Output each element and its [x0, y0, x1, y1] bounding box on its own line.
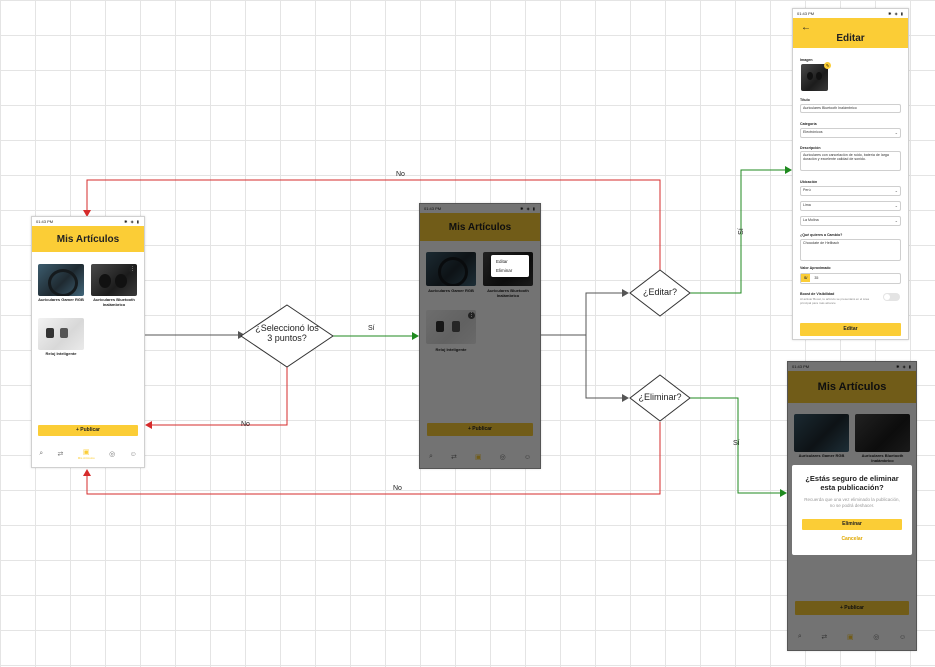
- delete-screen: 01:43 PM ✱ ◈ ▮ Mis Artículos Auriculares…: [787, 361, 917, 651]
- value-label: Valor Aproximado: [800, 266, 831, 270]
- chevron-down-icon: ⌄: [895, 188, 898, 193]
- currency-badge: S/: [801, 274, 810, 282]
- status-bar: 01:43 PM ✱ ◈ ▮: [793, 9, 908, 18]
- location-country-select[interactable]: Perú ⌄: [800, 186, 901, 196]
- dialog-title: ¿Estás seguro de eliminar esta publicaci…: [798, 474, 906, 492]
- category-value: Electrónicos: [803, 130, 823, 134]
- menu-item-delete[interactable]: Eliminar: [496, 268, 512, 273]
- location-district-select[interactable]: La Molina ⌄: [800, 216, 901, 226]
- image-label: Imagen: [800, 58, 813, 62]
- page-title: Mis Artículos: [32, 226, 144, 252]
- arrow-menu-branch: [539, 293, 628, 335]
- boost-toggle[interactable]: [883, 293, 900, 301]
- menu-item-edit[interactable]: Editar: [496, 259, 508, 264]
- product-image[interactable]: [38, 264, 84, 296]
- product-image[interactable]: [801, 64, 828, 91]
- boost-description: Al activar Boost, tu artículo se present…: [800, 298, 878, 306]
- edge-label-no: No: [396, 171, 405, 178]
- chevron-down-icon: ⌄: [895, 218, 898, 223]
- more-options-icon[interactable]: ⋮: [468, 312, 475, 319]
- confirm-delete-button[interactable]: Eliminar: [802, 519, 902, 530]
- options-menu: Editar Eliminar: [491, 255, 529, 277]
- list-screen: 01:43 PM ✱ ◈ ▮ Mis Artículos Auriculares…: [31, 216, 145, 468]
- nav-active-label: Mis Artículos: [78, 456, 95, 460]
- status-bar: 01:43 PM ✱ ◈ ▮: [32, 217, 144, 226]
- title-input[interactable]: Auriculares Bluetooth Inalámbrico: [800, 104, 901, 113]
- product-title: Auriculares Bluetooth Inalámbrico: [91, 298, 137, 308]
- status-icons: ✱ ◈ ▮: [124, 219, 140, 224]
- location-city-value: Lima: [803, 203, 811, 207]
- arrow-delete-no: [87, 422, 660, 494]
- nav-item-my-items[interactable]: ▣Mis Artículos: [78, 448, 95, 460]
- location-label: Ubicación: [800, 180, 817, 184]
- edit-image-icon[interactable]: ✎: [824, 62, 831, 69]
- category-select[interactable]: Electrónicos ⌄: [800, 128, 901, 138]
- page-title: Editar: [836, 33, 864, 44]
- status-icons: ✱ ◈ ▮: [888, 11, 904, 16]
- location-city-select[interactable]: Lima ⌄: [800, 201, 901, 211]
- edit-submit-button[interactable]: Editar: [800, 323, 901, 336]
- product-title: Reloj Inteligente: [38, 352, 84, 357]
- arrow-no-to-list: [146, 366, 287, 425]
- edge-label-no: No: [241, 421, 250, 428]
- swap-icon[interactable]: ⇄: [57, 450, 63, 458]
- edge-label-yes: Sí: [368, 325, 375, 332]
- edge-label-yes: Sí: [738, 228, 745, 235]
- arrow-menu-branch-delete: [586, 335, 628, 398]
- dim-overlay[interactable]: [420, 204, 540, 468]
- description-input[interactable]: Auriculares con cancelación de ruido, ba…: [800, 151, 901, 171]
- delete-dialog: ¿Estás seguro de eliminar esta publicaci…: [792, 465, 912, 555]
- profile-icon[interactable]: ☺: [130, 451, 137, 458]
- publish-button[interactable]: + Publicar: [38, 425, 138, 436]
- dialog-message: Recuerda que una vez eliminado la public…: [802, 497, 902, 509]
- description-label: Descripción: [800, 146, 821, 150]
- boost-label: Boost de Visibilidad: [800, 292, 834, 296]
- page-title-bar: ← Editar: [793, 18, 908, 48]
- exchange-input[interactable]: Chocolate de Hellbach: [800, 239, 901, 261]
- chevron-down-icon: ⌄: [895, 203, 898, 208]
- cancel-button[interactable]: Cancelar: [802, 536, 902, 542]
- decision-delete-label: ¿Eliminar?: [630, 392, 690, 402]
- more-options-icon[interactable]: ⋮: [129, 266, 136, 273]
- edge-label-yes: Sí: [733, 440, 740, 447]
- product-image[interactable]: [38, 318, 84, 350]
- bottom-nav: ⌕ ⇄ ▣Mis Artículos ◎ ☺: [32, 445, 144, 463]
- exchange-label: ¿Qué quieres a Cambio?: [800, 233, 842, 237]
- edge-label-no: No: [393, 485, 402, 492]
- category-label: Categoría: [800, 122, 817, 126]
- edit-screen: 01:43 PM ✱ ◈ ▮ ← Editar Imagen ✎ Título …: [792, 8, 909, 340]
- value-input[interactable]: S/ 35: [800, 273, 901, 284]
- location-country-value: Perú: [803, 188, 811, 192]
- value-text: 35: [814, 276, 818, 280]
- title-label: Título: [800, 98, 810, 102]
- status-time: 01:43 PM: [36, 219, 53, 224]
- search-icon[interactable]: ⌕: [39, 450, 43, 458]
- decision-three-dots-label: ¿Seleccionó los 3 puntos?: [254, 323, 320, 344]
- arrow-edit-no: [87, 180, 660, 270]
- status-time: 01:43 PM: [797, 11, 814, 16]
- chat-icon[interactable]: ◎: [109, 450, 115, 458]
- location-district-value: La Molina: [803, 218, 819, 222]
- decision-edit-label: ¿Editar?: [632, 287, 688, 297]
- menu-screen: 01:43 PM ✱ ◈ ▮ Mis Artículos Auriculares…: [419, 203, 541, 469]
- product-title: Auriculares Gamer RGB: [38, 298, 84, 303]
- chevron-down-icon: ⌄: [895, 130, 898, 135]
- back-icon[interactable]: ←: [801, 22, 811, 33]
